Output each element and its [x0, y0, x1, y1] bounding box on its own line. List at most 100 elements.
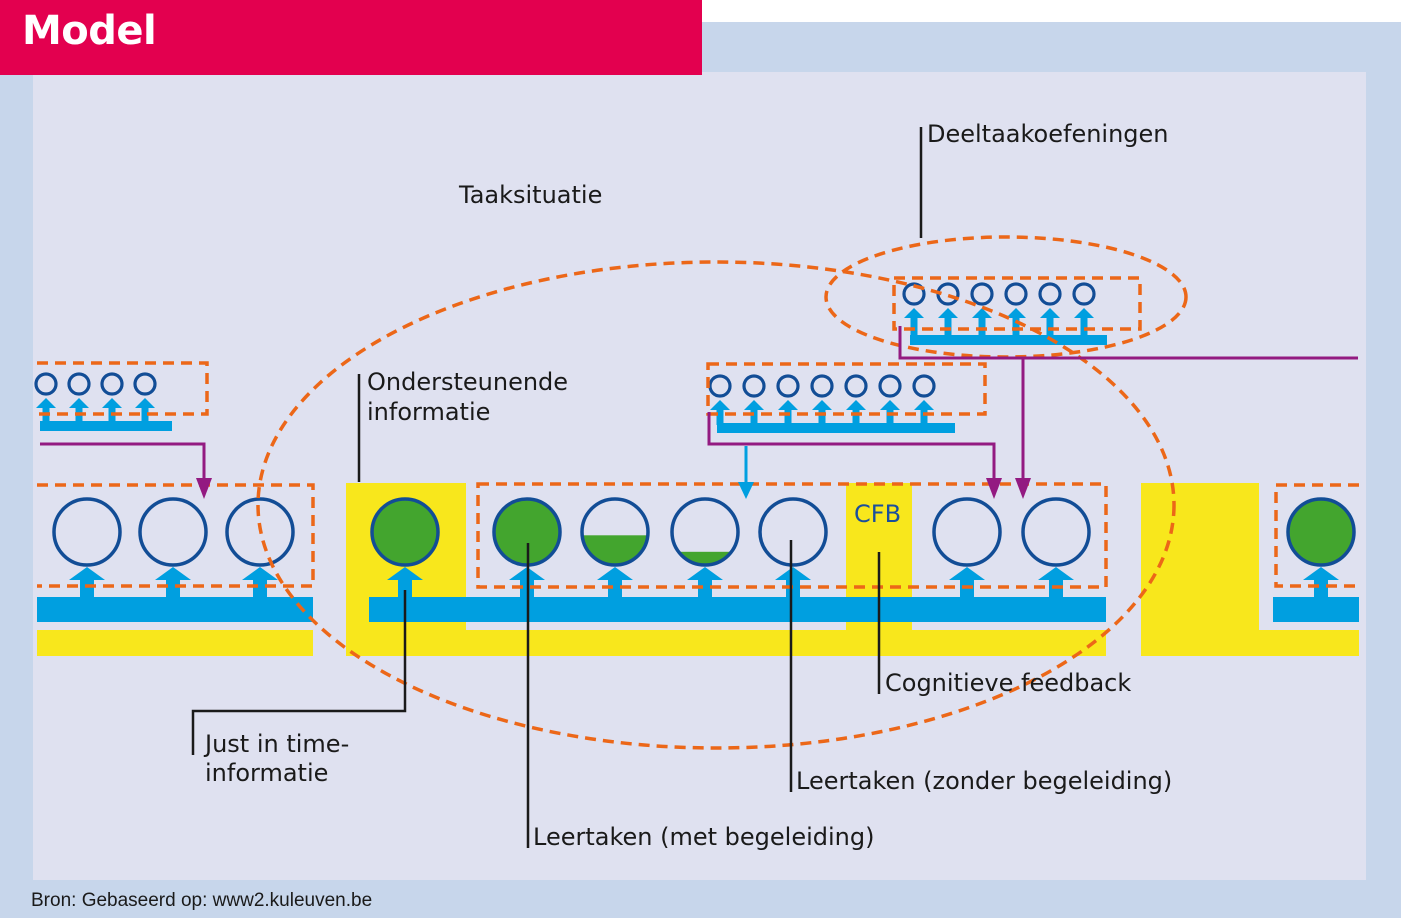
- part-task-arrow-head: [1006, 308, 1026, 318]
- part-task-arrow-head: [1040, 308, 1060, 318]
- diagram-panel: [33, 72, 1366, 880]
- part-task-procedure-bar: [40, 421, 172, 431]
- procedure-arrow-shaft: [1314, 578, 1328, 600]
- part-task-arrow-head: [914, 400, 934, 410]
- procedure-arrow-head: [1038, 567, 1074, 580]
- learning-task-bg: [934, 499, 1000, 565]
- part-task-item-circle: [133, 372, 157, 396]
- flow-arrowhead: [196, 478, 212, 499]
- title-bar: Model: [0, 0, 702, 75]
- part-task-item-circle: [742, 374, 766, 398]
- flow-line-top: [898, 326, 1358, 360]
- procedure-arrow-head: [69, 567, 105, 580]
- learning-task-circle: [138, 497, 208, 567]
- flow-arrows: [40, 326, 1358, 499]
- part-task-item-circle: [810, 374, 834, 398]
- part-task-item-circle: [912, 374, 936, 398]
- part-task-item-circle: [776, 374, 800, 398]
- part-task-arrow-shaft: [1080, 314, 1088, 337]
- procedure-arrow-shaft: [608, 578, 622, 600]
- part-task-item-circle: [902, 282, 926, 306]
- procedure-arrow-shaft: [166, 578, 180, 600]
- learning-task-bg: [760, 499, 826, 565]
- just-in-time-label-line1: Just in time-: [203, 730, 349, 758]
- part-task-arrow-shaft: [1012, 314, 1020, 337]
- part-task-arrow-shaft: [141, 404, 149, 423]
- leader-just-in-time: [191, 590, 407, 755]
- procedure-arrow-head: [242, 567, 278, 580]
- part-task-arrow-head: [36, 398, 56, 408]
- part-task-arrow-head: [1074, 308, 1094, 318]
- learning-task-support-fill: [1288, 499, 1354, 565]
- learning-task-circle: [225, 497, 295, 567]
- learning-task-circle: [932, 497, 1002, 567]
- part-task-arrow-head: [880, 400, 900, 410]
- procedural-info-bar: [369, 597, 1106, 622]
- flow-line-left: [40, 442, 206, 482]
- part-task-arrow-head: [938, 308, 958, 318]
- supportive-info-block: [1141, 630, 1359, 656]
- learning-task-bg: [54, 499, 120, 565]
- part-task-arrow-head: [135, 398, 155, 408]
- supportive-info-block: [37, 630, 313, 656]
- learning-task-circle: [758, 497, 828, 567]
- procedure-arrow-shaft: [80, 578, 94, 600]
- learning-task-circle: [580, 497, 650, 567]
- source-caption: Bron: Gebaseerd op: www2.kuleuven.be: [31, 890, 373, 911]
- part-task-item-circle: [844, 374, 868, 398]
- part-task-arrow-head: [102, 398, 122, 408]
- part-task-arrow-shaft: [978, 314, 986, 337]
- just-in-time-label-line2: informatie: [205, 759, 328, 787]
- procedural-info-bar: [1273, 597, 1359, 622]
- part-task-arrow-head: [710, 400, 730, 410]
- supportive-info-block: [1141, 483, 1259, 656]
- procedure-arrow-shaft: [786, 578, 800, 600]
- procedure-arrow-shaft: [398, 578, 412, 600]
- cognitieve-feedback-label: Cognitieve feedback: [885, 669, 1131, 697]
- task-class-1-box: [37, 483, 315, 588]
- flow-arrowhead: [1015, 478, 1031, 499]
- learning-task-bg: [1023, 499, 1089, 565]
- learning-task-circle: [52, 497, 122, 567]
- part-task-arrow-shaft: [716, 406, 724, 425]
- learning-task-circle: [1286, 497, 1356, 567]
- part-task-procedure-bar: [910, 335, 1107, 345]
- task-situation-ellipse: [256, 260, 1176, 750]
- part-task-arrow-head: [778, 400, 798, 410]
- part-task-box-top: [892, 276, 1142, 331]
- flow-line-middle: [707, 412, 996, 482]
- part-task-arrow-head: [812, 400, 832, 410]
- part-task-item-circle: [1072, 282, 1096, 306]
- taaksituatie-label: Taaksituatie: [458, 181, 602, 209]
- learning-task-circle: [1021, 497, 1091, 567]
- part-task-arrow-shaft: [1046, 314, 1054, 337]
- part-task-arrow-shaft: [944, 314, 952, 337]
- procedure-arrow-head: [597, 567, 633, 580]
- learning-task-circle: [370, 497, 440, 567]
- flow-arrowhead: [986, 478, 1002, 499]
- procedure-arrow-shaft: [253, 578, 267, 600]
- part-task-arrow-shaft: [910, 314, 918, 337]
- part-task-arrow-head: [69, 398, 89, 408]
- part-task-item-circle: [100, 372, 124, 396]
- part-task-item-circle: [67, 372, 91, 396]
- ondersteunende-informatie-label-line1: Ondersteunende: [367, 368, 568, 396]
- part-task-arrow-head: [846, 400, 866, 410]
- procedural-information-layer: [37, 567, 1359, 622]
- leader-lines: [191, 127, 923, 848]
- part-task-item-circle: [1038, 282, 1062, 306]
- part-task-box-left: [37, 361, 209, 416]
- learning-task-support-fill: [372, 499, 438, 565]
- procedure-arrow-head: [1303, 567, 1339, 580]
- procedure-arrow-head: [155, 567, 191, 580]
- learning-task-bg: [140, 499, 206, 565]
- leertaken-zonder-begeleiding-label: Leertaken (zonder begeleiding): [796, 767, 1172, 795]
- deeltaakoefeningen-label: Deeltaakoefeningen: [927, 120, 1169, 148]
- learning-task-support-fill: [582, 535, 648, 565]
- ondersteunende-informatie-label-line2: informatie: [367, 398, 490, 426]
- part-task-item-circle: [970, 282, 994, 306]
- procedure-arrow-head: [775, 567, 811, 580]
- procedure-arrow-head: [687, 567, 723, 580]
- learning-task-circle: [670, 497, 740, 567]
